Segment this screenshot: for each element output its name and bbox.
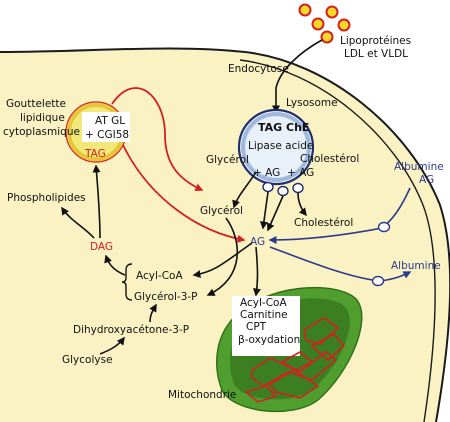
ag-to-mitochondrion-arrow (253, 246, 261, 297)
lipoproteins-label-1: Lipoprotéines (340, 35, 411, 47)
albumine-ag-import-arrow (268, 187, 411, 244)
droplet-to-ag-arrow (122, 144, 246, 243)
albumine-ag-label-2: AG (419, 174, 434, 186)
albumine-ag-label-1: Albumine (394, 161, 444, 173)
ag-right-label: + AG (287, 167, 314, 179)
glycerol-to-glycerol-3p-arrow (206, 217, 239, 296)
cholesterol-from-lysosome-arrow (297, 192, 307, 217)
glycerol-from-lysosome-arrow (232, 171, 257, 209)
precursor-brace (121, 263, 133, 301)
droplet-to-glycerol-arrow (111, 87, 204, 191)
ag-to-acyl-coa-arrow (192, 242, 253, 279)
glycolyse-label: Glycolyse (62, 354, 113, 366)
lipoproteins-label-2: LDL et VLDL (344, 48, 408, 60)
acyl-coa-label: Acyl-CoA (136, 270, 183, 282)
glycolyse-to-dhap-arrow (99, 336, 125, 355)
mitochondrion (216, 286, 363, 413)
precursors-to-dag-arrow (104, 254, 126, 276)
mito-cpt-label: CPT (246, 321, 267, 333)
membrane-transporter-1 (377, 221, 391, 233)
mito-carnitine-label: Carnitine (240, 309, 288, 321)
tag-che-label: TAG ChE (258, 121, 309, 134)
ag-center-label: AG (250, 236, 265, 248)
phospholipides-label: Phospholipides (7, 192, 86, 204)
endocytose-arrow (272, 39, 323, 114)
mito-beta-label: β-oxydation (238, 334, 300, 346)
mitochondrie-label: Mitochondrie (168, 389, 236, 401)
dhap-label: Dihydroxyacétone-3-P (73, 324, 189, 336)
glycerol-cytoplasm-label: Glycérol (200, 205, 243, 217)
lysosome-transporters (262, 181, 304, 197)
droplet-label-3: cytoplasmique (3, 126, 80, 138)
droplet-label-1: Gouttelette (6, 98, 66, 110)
droplet-label-2: lipidique (20, 112, 65, 124)
cgi58-label: + CGI58 (85, 129, 129, 141)
lipoprotein-particles (298, 3, 351, 44)
ag-from-lysosome-arrow-1 (259, 191, 269, 230)
dag-to-phospholipides-arrow (61, 206, 95, 239)
cell-membrane-inner (239, 59, 436, 422)
glycerol-lysosome-label: Glycérol (206, 154, 249, 166)
lysosome (237, 108, 315, 186)
cholesterol-cytoplasm-label: Cholestérol (294, 217, 353, 229)
tag-droplet-label: TAG (84, 148, 106, 160)
cell-membrane (0, 47, 450, 422)
lysosome-label: Lysosome (286, 97, 338, 109)
mito-acyl-coa-label: Acyl-CoA (240, 297, 287, 309)
dag-label: DAG (90, 241, 113, 253)
glycerol-3p-label: Glycérol-3-P (134, 291, 198, 303)
dhap-to-glycerol-3p-arrow (149, 303, 157, 323)
atgl-label: AT GL (95, 115, 125, 127)
cholesterol-lysosome-label: Cholestérol (300, 153, 359, 165)
ag-left-label: + AG (253, 167, 280, 179)
lipase-acide-label: Lipase acide (248, 140, 313, 152)
ag-from-lysosome-arrow-2 (266, 195, 284, 232)
endocytose-label: Endocytose (228, 63, 289, 75)
lipid-droplet (65, 101, 130, 163)
mitochondrial-cristae (244, 317, 346, 403)
dag-to-tag-arrow (92, 164, 101, 239)
membrane-transporter-2 (371, 275, 385, 287)
albumine-out-label: Albumine (391, 260, 441, 272)
